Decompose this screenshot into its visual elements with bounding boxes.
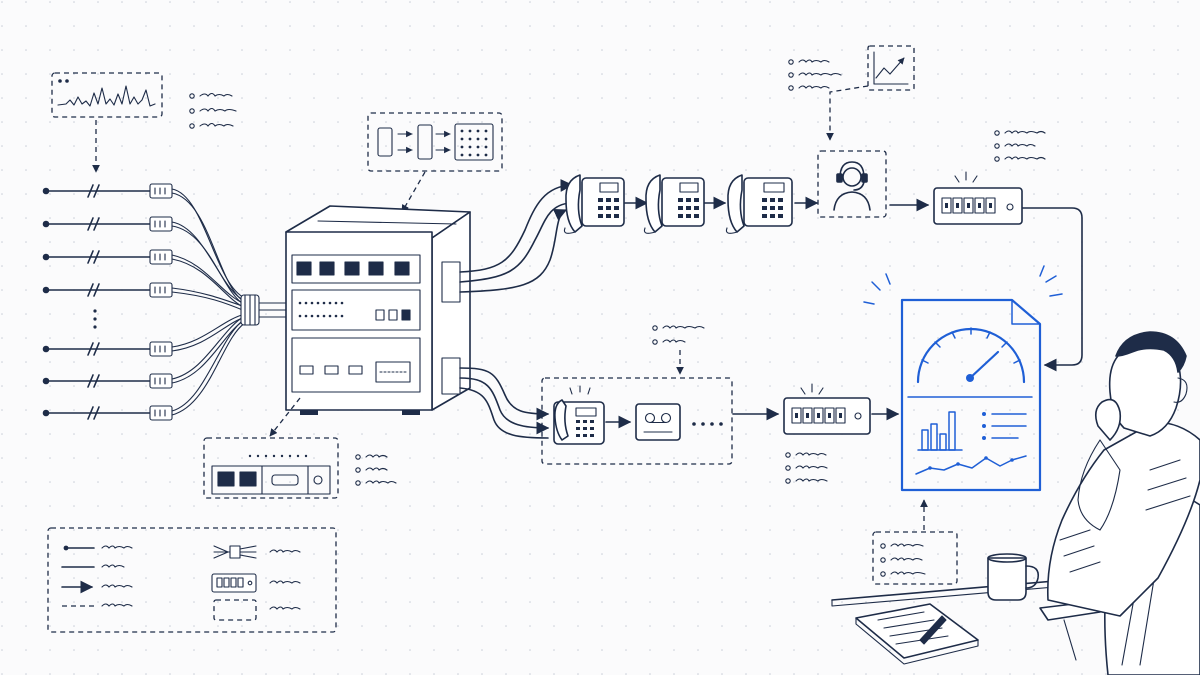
cable-bundle-icon: [213, 545, 301, 559]
desk-phone-icon: [725, 174, 793, 234]
desk-phone-3: [725, 174, 793, 234]
legend-row-dashed-line: [62, 603, 133, 607]
legend-row-arrow-line: [61, 580, 133, 594]
annotation-scribble: [355, 454, 397, 486]
desk-phone-1: [563, 174, 625, 234]
gauge-icon: [916, 327, 1026, 384]
agent-node: [817, 150, 887, 218]
counter-icon: [211, 573, 301, 593]
analyst-person: [1046, 331, 1200, 617]
voicemail-group: [541, 325, 733, 465]
trend-chart-icon: [873, 51, 909, 85]
ellipsis-dots: [692, 422, 723, 426]
bar-chart-icon: [917, 411, 963, 451]
lower-route: [459, 367, 900, 439]
waveform-icon: [57, 85, 156, 107]
rj-connectors: [149, 183, 173, 421]
counter-icon: [783, 397, 871, 435]
signal-monitor-inset: [51, 72, 237, 173]
coffee-mug: [987, 553, 1040, 601]
dashed-box-icon: [213, 599, 301, 621]
annotation-scribble: [994, 130, 1046, 162]
incoming-lines: [42, 183, 291, 421]
cable-bundle: [171, 188, 291, 416]
desk-phone-icon: [563, 174, 625, 234]
annotation-scribble: [785, 452, 828, 484]
call-counter-top: [933, 130, 1046, 225]
dashboard-report: [863, 265, 1063, 530]
notepad: [855, 603, 979, 665]
legend-row-line-with-break: [63, 545, 133, 551]
upper-route: [459, 179, 1083, 372]
legend-row-solid-line: [61, 564, 125, 568]
routing-matrix-icon: [454, 123, 494, 161]
cassette-icon: [635, 403, 681, 441]
desk-phone-icon: [553, 385, 605, 445]
desk-phone-icon: [643, 174, 705, 234]
list-icon: [982, 412, 1027, 440]
routing-inset: [367, 112, 503, 213]
legend: [47, 527, 337, 633]
headset-agent-icon: [833, 161, 871, 211]
analyst-scene: [831, 331, 1200, 675]
trend-inset: [788, 45, 915, 141]
port-panel-inset: [203, 397, 397, 499]
pbx-switch: [285, 205, 471, 415]
ellipsis-dots: [93, 309, 97, 329]
desk-phone-2: [643, 174, 705, 234]
line-chart-icon: [915, 455, 1027, 475]
desk-annotation: [872, 531, 958, 585]
annotation-scribble: [189, 92, 237, 129]
call-counter-bottom: [783, 383, 871, 484]
annotation-scribble: [788, 59, 842, 91]
annotation-scribble: [652, 325, 705, 345]
